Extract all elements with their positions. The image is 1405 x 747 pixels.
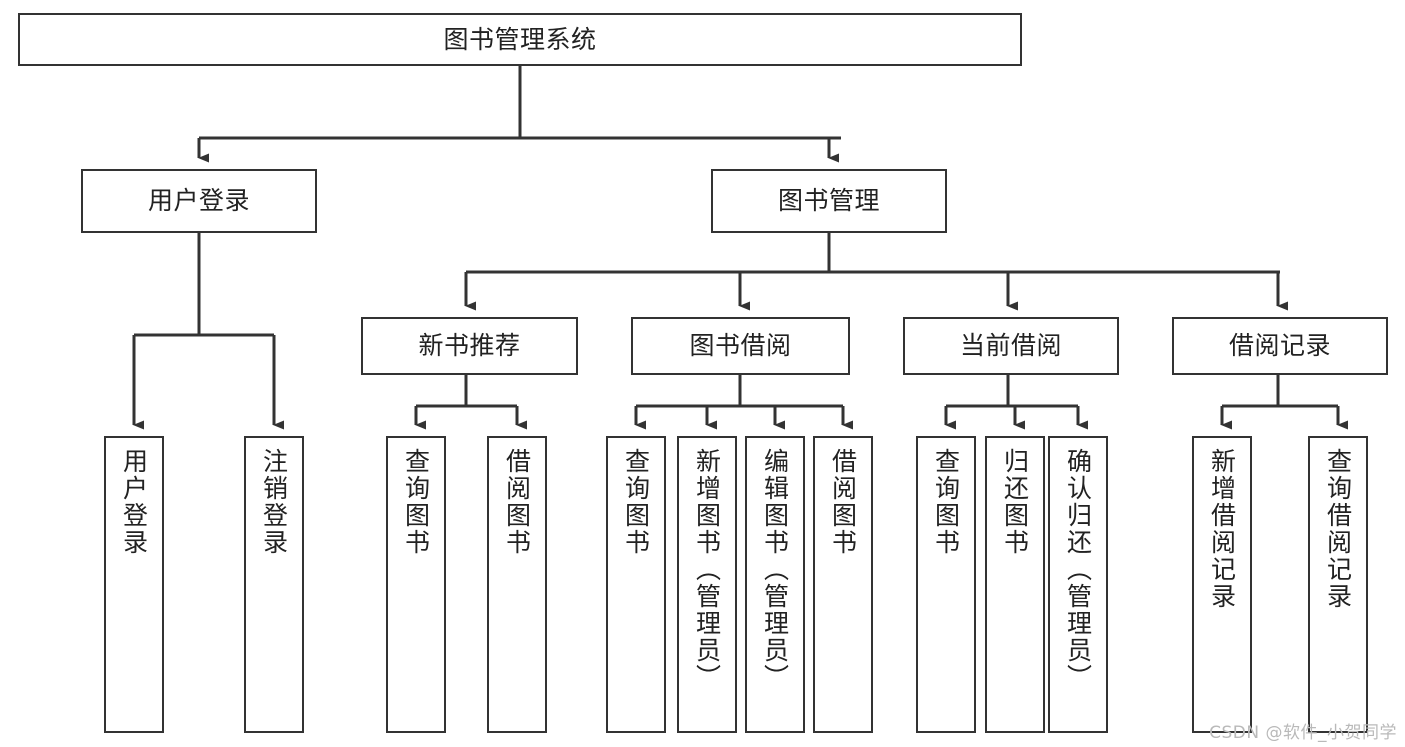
node-leaf-borrow-book-1-label: 借阅图书 <box>502 448 532 556</box>
node-leaf-query-record-label: 查询借阅记录 <box>1323 448 1353 610</box>
node-leaf-edit-book-label: 编辑图书（管理员） <box>760 448 790 691</box>
node-leaf-query-record[interactable]: 查询借阅记录 <box>1308 436 1368 733</box>
node-new-book-recommend-label: 新书推荐 <box>418 331 521 361</box>
node-leaf-add-book-label: 新增图书（管理员） <box>692 448 722 691</box>
node-leaf-query-book-1[interactable]: 查询图书 <box>386 436 446 733</box>
edge-borrowrecord-to-leaves <box>1220 375 1348 430</box>
node-book-borrow[interactable]: 图书借阅 <box>631 317 850 375</box>
node-leaf-user-login-label: 用户登录 <box>119 448 149 556</box>
node-leaf-query-book-3-label: 查询图书 <box>931 448 961 556</box>
node-leaf-return-book[interactable]: 归还图书 <box>985 436 1045 733</box>
node-leaf-confirm-return[interactable]: 确认归还（管理员） <box>1048 436 1108 733</box>
node-root-label: 图书管理系统 <box>443 24 597 54</box>
edge-newbook-to-leaves <box>414 375 527 430</box>
node-leaf-borrow-book-1[interactable]: 借阅图书 <box>487 436 547 733</box>
node-borrow-record-label: 借阅记录 <box>1228 331 1331 361</box>
node-leaf-add-record[interactable]: 新增借阅记录 <box>1192 436 1252 733</box>
node-book-manage-label: 图书管理 <box>777 186 880 216</box>
node-root[interactable]: 图书管理系统 <box>18 13 1022 66</box>
node-new-book-recommend[interactable]: 新书推荐 <box>361 317 578 375</box>
node-leaf-query-book-2-label: 查询图书 <box>621 448 651 556</box>
node-leaf-add-book[interactable]: 新增图书（管理员） <box>677 436 737 733</box>
edge-bookmanage-to-level3 <box>464 233 1288 311</box>
node-leaf-borrow-book-2[interactable]: 借阅图书 <box>813 436 873 733</box>
edge-root-to-level2 <box>197 66 841 163</box>
node-user-login[interactable]: 用户登录 <box>81 169 317 233</box>
node-leaf-add-record-label: 新增借阅记录 <box>1207 448 1237 610</box>
node-leaf-return-book-label: 归还图书 <box>1000 448 1030 556</box>
node-leaf-edit-book[interactable]: 编辑图书（管理员） <box>745 436 805 733</box>
node-leaf-query-book-2[interactable]: 查询图书 <box>606 436 666 733</box>
node-leaf-borrow-book-2-label: 借阅图书 <box>828 448 858 556</box>
node-current-borrow-label: 当前借阅 <box>959 331 1062 361</box>
node-leaf-logout-label: 注销登录 <box>259 448 289 556</box>
edge-currentborrow-to-leaves <box>944 375 1088 430</box>
node-book-borrow-label: 图书借阅 <box>689 331 792 361</box>
node-leaf-user-login[interactable]: 用户登录 <box>104 436 164 733</box>
node-book-manage[interactable]: 图书管理 <box>711 169 947 233</box>
node-current-borrow[interactable]: 当前借阅 <box>903 317 1119 375</box>
edge-userlogin-to-leaves <box>132 233 284 430</box>
watermark-text: CSDN @软件_小贺同学 <box>1209 723 1397 743</box>
node-leaf-confirm-return-label: 确认归还（管理员） <box>1063 448 1093 691</box>
edge-bookborrow-to-leaves <box>634 375 853 430</box>
node-user-login-label: 用户登录 <box>147 186 250 216</box>
node-leaf-query-book-3[interactable]: 查询图书 <box>916 436 976 733</box>
node-borrow-record[interactable]: 借阅记录 <box>1172 317 1388 375</box>
node-leaf-query-book-1-label: 查询图书 <box>401 448 431 556</box>
node-leaf-logout[interactable]: 注销登录 <box>244 436 304 733</box>
